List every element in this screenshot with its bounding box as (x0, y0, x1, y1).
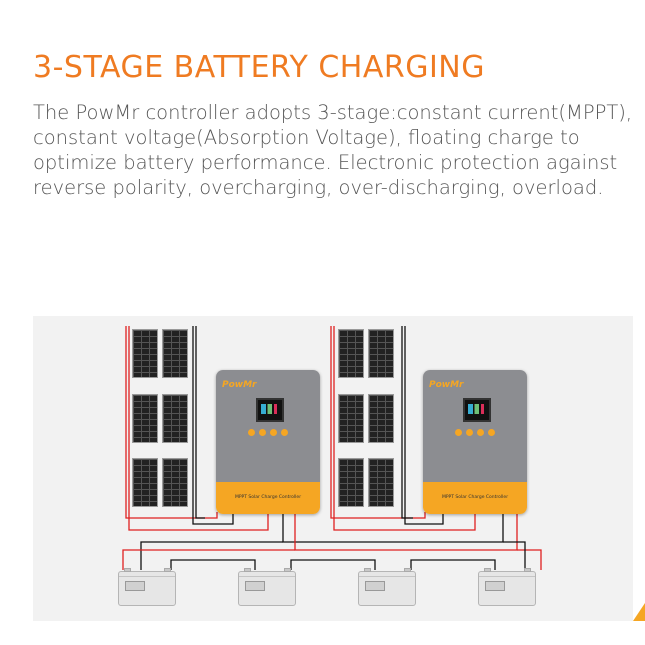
battery-icon (478, 568, 536, 606)
button-dot (455, 429, 462, 436)
controller-label: MPPT Solar Charge Controller (441, 495, 509, 500)
decorative-corner (633, 603, 645, 621)
solar-panel-icon (132, 394, 158, 443)
battery-icon (358, 568, 416, 606)
solar-panel-icon (368, 394, 394, 443)
button-dot (259, 429, 266, 436)
wiring-diagram: PowMr MPPT Solar Charge Controller PowMr… (33, 316, 633, 621)
controller-brand: PowMr (222, 380, 257, 390)
description-line: optimize battery performance. Electronic… (33, 151, 618, 174)
button-dot (477, 429, 484, 436)
wiring-lines (122, 326, 542, 570)
button-dot (281, 429, 288, 436)
button-dot (466, 429, 473, 436)
charge-controller: PowMr MPPT Solar Charge Controller (216, 370, 320, 514)
description-line: constant voltage(Absorption Voltage), fl… (33, 126, 580, 149)
page-title: 3-STAGE BATTERY CHARGING (33, 50, 485, 85)
solar-panel-icon (368, 458, 394, 507)
control-buttons (248, 429, 288, 436)
solar-panel-icon (368, 329, 394, 378)
description-line: reverse polarity, overcharging, over-dis… (33, 176, 604, 199)
controller-label: MPPT Solar Charge Controller (234, 495, 302, 500)
lcd-screen (256, 398, 284, 422)
controller-brand: PowMr (429, 380, 464, 390)
description: The PowMr controller adopts 3-stage:cons… (33, 100, 643, 200)
solar-panel-icon (132, 329, 158, 378)
solar-panel-icon (338, 394, 364, 443)
button-dot (270, 429, 277, 436)
button-dot (248, 429, 255, 436)
battery-icon (238, 568, 296, 606)
solar-panel-icon (162, 458, 188, 507)
button-dot (488, 429, 495, 436)
battery-icon (118, 568, 176, 606)
solar-panel-icon (338, 458, 364, 507)
description-line: The PowMr controller adopts 3-stage:cons… (33, 101, 633, 124)
solar-panel-icon (132, 458, 158, 507)
solar-panel-icon (162, 394, 188, 443)
solar-panel-icon (338, 329, 364, 378)
lcd-screen (463, 398, 491, 422)
solar-panel-icon (162, 329, 188, 378)
control-buttons (455, 429, 495, 436)
charge-controller: PowMr MPPT Solar Charge Controller (423, 370, 527, 514)
